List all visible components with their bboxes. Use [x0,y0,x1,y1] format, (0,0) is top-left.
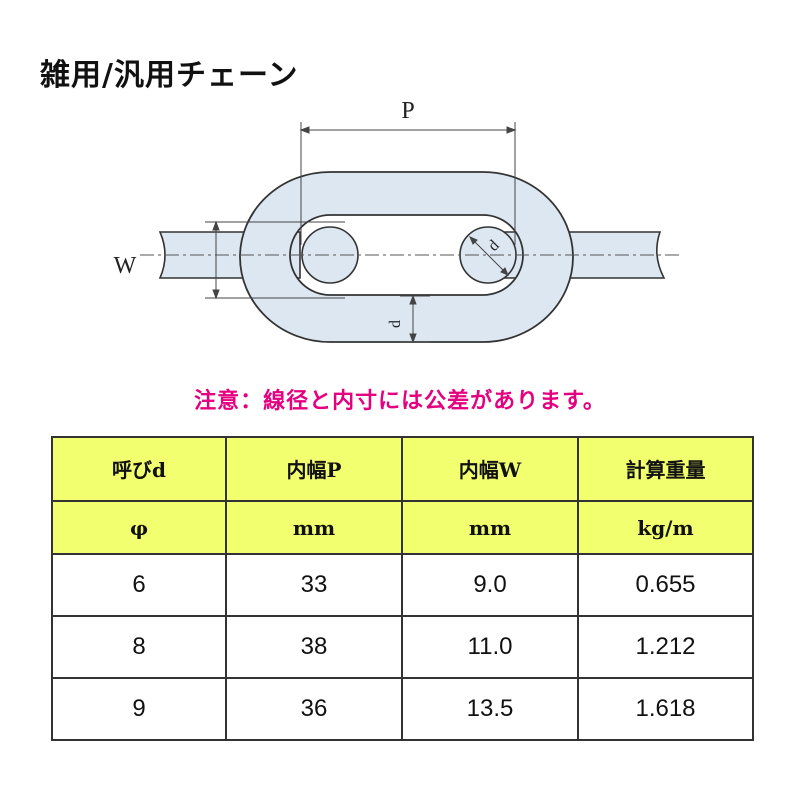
chain-link-diagram: P W d d [114,98,680,344]
header-cell: 呼びd [51,436,227,502]
page-title: 雑用/汎用チェーン [40,58,299,93]
unit-cell: φ [51,499,227,556]
header-cell: 内幅P [225,436,403,502]
pitch-cell: 38 [225,615,403,680]
size-cell: 8 [51,615,227,680]
label-p: P [401,98,414,124]
table-row: 6 33 9.0 0.655 [51,553,754,618]
label-w: W [114,253,137,279]
header-cell: 内幅W [401,436,579,502]
weight-cell: 1.618 [577,677,754,741]
unit-cell: kg/m [577,499,754,556]
dimension-w [205,220,345,300]
width-cell: 13.5 [401,677,579,741]
label-d-wire: d [387,320,404,328]
weight-cell: 1.212 [577,615,754,680]
header-row: 呼びd 内幅P 内幅W 計算重量 [51,436,754,502]
unit-cell: mm [225,499,403,556]
chain-links [158,171,666,343]
chain-spec-table: 呼びd 内幅P 内幅W 計算重量 φ mm mm kg/m 6 33 9.0 0… [51,436,754,741]
size-cell: 6 [51,553,227,618]
weight-cell: 0.655 [577,553,754,618]
pitch-cell: 36 [225,677,403,741]
pitch-cell: 33 [225,553,403,618]
width-cell: 9.0 [401,553,579,618]
tolerance-note: 注意：線径と内寸には公差があります。 [194,389,606,414]
unit-cell: mm [401,499,579,556]
dimension-d-wire [400,294,430,344]
main-chain-link [239,171,574,343]
header-cell: 計算重量 [577,436,754,502]
dimension-p [299,122,517,245]
table-row: 8 38 11.0 1.212 [51,615,754,680]
unit-row: φ mm mm kg/m [51,499,754,556]
width-cell: 11.0 [401,615,579,680]
table-row: 9 36 13.5 1.618 [51,677,754,741]
size-cell: 9 [51,677,227,741]
dimension-d-section [469,236,509,276]
